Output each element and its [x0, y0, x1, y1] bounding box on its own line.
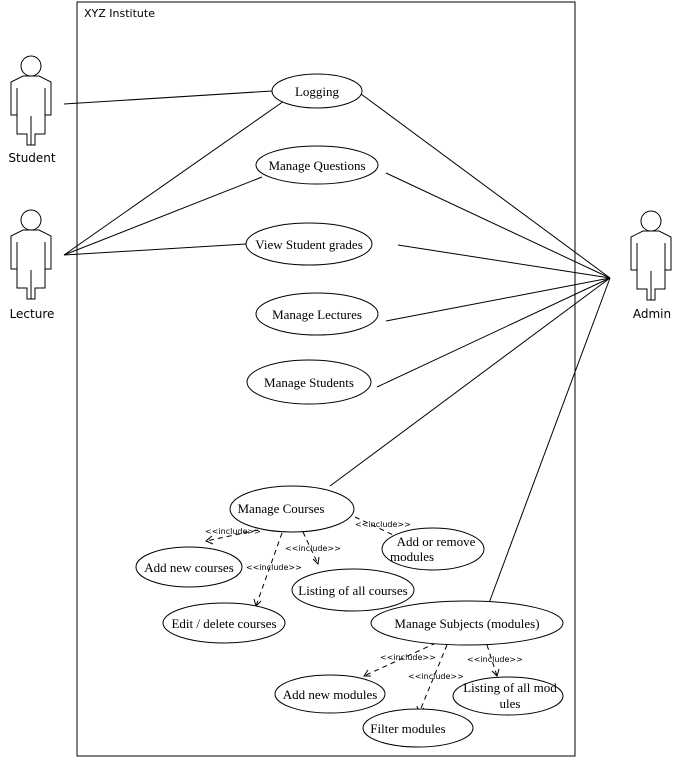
include-arrow-add-new-modules [363, 669, 371, 677]
actor-student-label: Student [8, 151, 56, 165]
association-student-logging [63, 90, 273, 105]
association-lecture-logging [63, 100, 285, 256]
use-case-edit-delete-courses[interactable]: Edit / delete courses [162, 602, 286, 644]
use-case-filter-modules-label: Filter modules [370, 721, 445, 736]
include-arrow-listing-courses [312, 556, 320, 566]
use-case-listing-all-modules-label-2: ules [500, 696, 521, 711]
association-lecture-manage-questions [63, 176, 263, 256]
association-admin-manage-courses [329, 277, 611, 487]
association-admin-manage-questions [385, 172, 611, 279]
use-case-manage-courses-label: Manage Courses [237, 501, 324, 516]
include-label-filter-modules: <<include>> [408, 672, 464, 681]
associations [63, 90, 611, 604]
include-label-listing-modules: <<include>> [467, 655, 523, 664]
use-case-edit-delete-courses-label: Edit / delete courses [171, 616, 276, 631]
use-case-filter-modules[interactable]: Filter modules [362, 708, 474, 748]
include-relations: <<include>> <<include>> <<include>> <<in… [205, 516, 523, 714]
use-case-manage-questions[interactable]: Manage Questions [255, 145, 379, 185]
use-case-listing-all-courses[interactable]: Listing of all courses [291, 568, 415, 612]
association-admin-manage-lectures [385, 277, 611, 322]
actor-lecture-label: Lecture [10, 307, 55, 321]
include-arrow-listing-modules [491, 668, 500, 677]
association-admin-manage-students [376, 277, 611, 388]
use-case-view-student-grades[interactable]: View Student grades [245, 222, 373, 266]
actor-admin[interactable]: Admin [630, 210, 672, 321]
include-label-add-new-modules: <<include>> [380, 653, 436, 662]
use-case-listing-all-modules[interactable]: Listing of all mod ules [452, 676, 564, 716]
include-line-listing-modules [486, 644, 498, 677]
use-case-listing-all-courses-label: Listing of all courses [298, 583, 407, 598]
association-lecture-view-grades [63, 243, 247, 256]
include-line-filter-modules [418, 644, 448, 714]
actor-student[interactable]: Student [8, 55, 56, 165]
use-case-manage-courses[interactable]: Manage Courses [229, 485, 355, 533]
use-case-logging-label: Logging [295, 84, 340, 99]
use-case-manage-questions-label: Manage Questions [268, 158, 365, 173]
use-case-manage-students[interactable]: Manage Students [246, 359, 372, 405]
admin-actor-icon [630, 210, 672, 301]
use-case-add-remove-modules[interactable]: Add or remove modules [381, 527, 485, 571]
include-line-edit-delete-courses [255, 532, 283, 607]
association-admin-view-grades [397, 244, 611, 279]
use-case-logging[interactable]: Logging [271, 73, 363, 109]
system-title: XYZ Institute [84, 7, 155, 20]
include-line-listing-courses [302, 531, 319, 565]
use-case-manage-lectures[interactable]: Manage Lectures [255, 292, 379, 336]
use-case-manage-students-label: Manage Students [264, 375, 354, 390]
use-case-add-new-courses[interactable]: Add new courses [135, 546, 243, 588]
use-case-view-student-grades-label: View Student grades [255, 237, 363, 252]
use-case-add-remove-modules-label-1: Add or remove [397, 534, 476, 549]
use-case-manage-subjects[interactable]: Manage Subjects (modules) [370, 600, 564, 646]
include-label-add-new-courses: <<include>> [205, 527, 261, 536]
use-case-add-new-modules[interactable]: Add new modules [274, 674, 386, 714]
include-label-listing-courses: <<include>> [285, 544, 341, 553]
use-case-add-new-courses-label: Add new courses [144, 560, 234, 575]
use-case-listing-all-modules-label-1: Listing of all mod [463, 680, 557, 695]
actor-admin-label: Admin [633, 307, 671, 321]
include-line-add-new-modules [363, 642, 437, 677]
lecture-actor-icon [10, 209, 52, 300]
association-admin-logging [360, 93, 611, 279]
include-label-edit-delete-courses: <<include>> [246, 563, 302, 572]
include-arrow-add-new-courses [205, 535, 214, 545]
use-case-add-new-modules-label: Add new modules [283, 687, 378, 702]
include-label-add-remove-modules: <<include>> [355, 520, 411, 529]
use-case-manage-lectures-label: Manage Lectures [272, 307, 362, 322]
actor-lecture[interactable]: Lecture [10, 209, 55, 321]
use-case-add-remove-modules-label-2: modules [390, 549, 434, 564]
association-admin-manage-subjects [488, 277, 611, 604]
use-case-manage-subjects-label: Manage Subjects (modules) [394, 616, 539, 631]
student-actor-icon [10, 55, 52, 146]
